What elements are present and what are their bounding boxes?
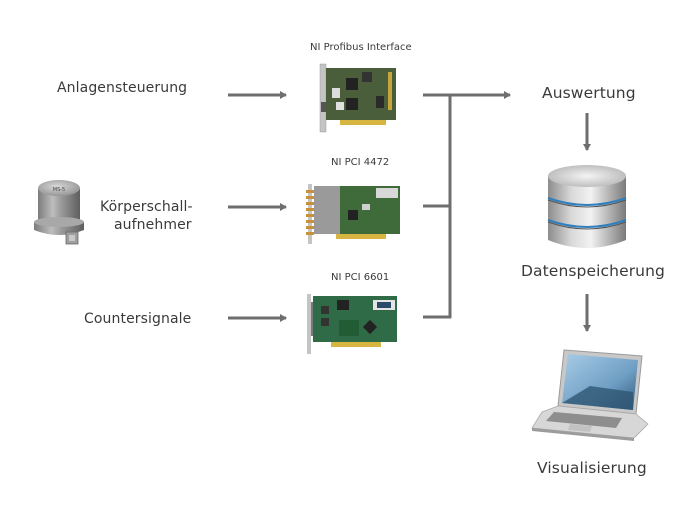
card-label-pci6601: NI PCI 6601 <box>331 272 390 283</box>
input-label-countersignale: Countersignale <box>84 311 192 327</box>
input-label-anlagensteuerung: Anlagensteuerung <box>57 80 188 96</box>
laptop-icon <box>530 348 650 444</box>
database-icon <box>546 164 628 252</box>
input-label-koerperschall-line2: aufnehmer <box>114 217 192 233</box>
pci-card-profibus-icon <box>318 62 398 134</box>
output-label-auswertung: Auswertung <box>542 84 636 102</box>
pci-card-4472-icon <box>306 182 402 246</box>
output-label-datenspeicherung: Datenspeicherung <box>521 262 665 280</box>
card-label-profibus: NI Profibus Interface <box>310 42 412 53</box>
accelerometer-sensor-icon: MS-5 <box>28 178 92 248</box>
pci-card-6601-icon <box>305 292 399 356</box>
svg-text:MS-5: MS-5 <box>53 187 65 193</box>
input-label-koerperschall-line1: Körperschall- <box>100 199 193 215</box>
output-label-visualisierung: Visualisierung <box>537 459 647 477</box>
card-label-pci4472: NI PCI 4472 <box>331 157 390 168</box>
